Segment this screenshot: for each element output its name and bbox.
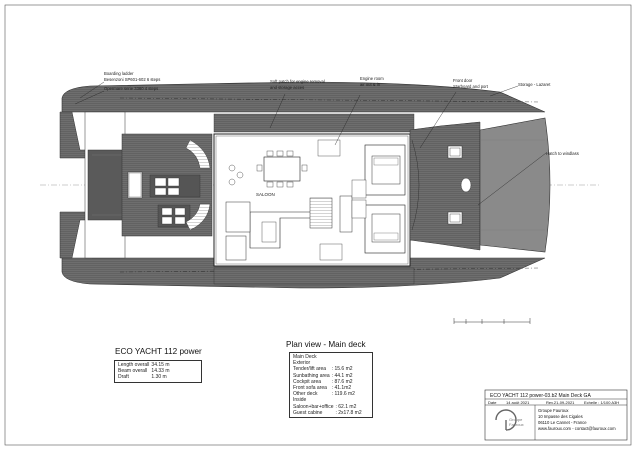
area-cell: : 44.1 m2 [331, 372, 353, 379]
label-besenzoni-2: Opermare serie 3360 4 steps [104, 86, 158, 91]
group-title: Exterior [293, 360, 311, 367]
tender-lift-area [87, 149, 129, 221]
area-cell: Sunbathing area [293, 372, 330, 379]
address-1: 10 Impasse des Cigales [538, 414, 583, 419]
dim-label: Beam overall [118, 368, 148, 375]
date-label: Date [488, 400, 497, 405]
stairs-top [185, 139, 211, 169]
foredeck [409, 121, 481, 251]
address-2: 06110 Le Cannet - France [538, 420, 587, 425]
label-front-door-1: Front door [453, 78, 473, 83]
date: 14 août 2021 [506, 400, 530, 405]
sheet-border [4, 4, 632, 446]
company: Groupe Fauroux [538, 408, 569, 413]
contact: www.fauroux.com - contact@fauroux.com [538, 426, 616, 431]
aft-sunbed-1 [127, 171, 143, 199]
scale: Echelle : 1/100 A3H [584, 400, 619, 405]
area-cell: : 87.6 m2 [331, 378, 353, 385]
company-logo: Groupe Fauroux [495, 409, 524, 431]
hatch-top [447, 145, 463, 159]
label-boarding-ladder: Boarding ladder [104, 71, 134, 76]
logo-text-1: Groupe [509, 417, 523, 422]
dim-value: 34.15 m [151, 362, 170, 368]
areas-table: Main Deck Exterior Tender/lift area : 15.… [289, 352, 373, 419]
trampoline-storage [479, 117, 551, 253]
label-engine-room-1: Engine room [360, 76, 384, 81]
revision: Rev.21-09-2021 [546, 400, 575, 405]
dim-value: 14.33 m [151, 368, 170, 375]
label-soft-patch-2: and storage acces [270, 85, 304, 90]
leader-lines [74, 81, 547, 206]
area-cell: Cockpit area [293, 378, 322, 385]
coffee-table [261, 221, 277, 243]
logo-text-2: Fauroux [509, 422, 524, 427]
area-cell: : 15.6 m2 [331, 366, 353, 373]
area-cell: : 62.1 m2 [335, 403, 357, 410]
dim-label: Length overall [118, 362, 150, 368]
area-cell: Guest cabine [293, 409, 323, 416]
title-block: ECO YACHT 112 power-03.b2 Main Deck GA D… [484, 389, 628, 441]
main-title: ECO YACHT 112 power [115, 347, 202, 356]
area-cell: Saloon+bar+office [293, 403, 334, 410]
group-title: Inside [293, 397, 307, 404]
label-besenzoni-1: Besenzoni SP601-602 6 steps [104, 77, 160, 82]
dim-label: Draft [118, 374, 129, 381]
plan-title: Plan view - Main deck [286, 340, 367, 349]
area-cell: Tender/lift area [293, 366, 327, 373]
annotation-texts: Boarding ladder Besenzoni SP601-602 6 st… [104, 71, 579, 197]
area-cell: : 2x17.8 m2 [335, 409, 362, 416]
areas-heading: Main Deck [293, 354, 317, 360]
label-storage: Storage - Lazaret [518, 82, 551, 87]
label-engine-room-2: air out & in [360, 82, 381, 87]
front-sofa [460, 177, 472, 193]
drawing-title: ECO YACHT 112 power-03.b2 Main Deck GA [490, 393, 591, 399]
area-cell: Other deck [293, 391, 318, 398]
side-deck-top [213, 113, 415, 133]
dim-value: 1.30 m [151, 374, 167, 381]
label-saloon: SALOON [256, 192, 275, 197]
label-front-door-2: Starboard and port [453, 84, 489, 89]
stairs-bottom [185, 203, 211, 231]
dining-table [263, 156, 301, 182]
label-soft-patch-1: Soft patch for engine removal [270, 79, 325, 84]
port-hull-top [61, 81, 546, 113]
hatch-bottom [447, 211, 463, 225]
scale-bar [453, 318, 531, 324]
area-cell: : 119.6 m2 [331, 391, 355, 398]
central-stair [309, 197, 333, 229]
area-cell: : 41.1m2 [331, 385, 352, 392]
area-cell: Front sofa area [293, 385, 327, 392]
label-hatch: Hatch to windlass [546, 151, 579, 156]
office-desk [225, 201, 251, 233]
side-deck-bottom [213, 267, 415, 285]
